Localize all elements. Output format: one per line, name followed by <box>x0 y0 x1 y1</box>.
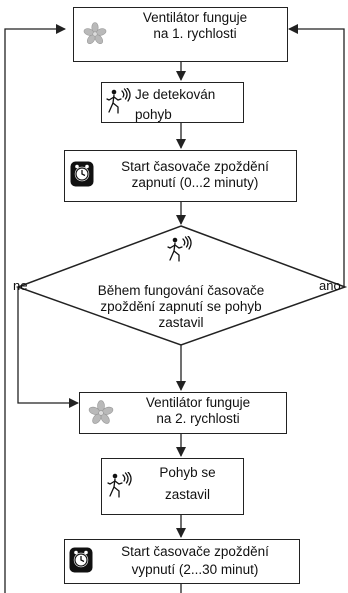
timer-off-start-line2: vypnutí (2...30 minut) <box>131 562 259 577</box>
decision-line1: Během fungování časovače <box>97 283 265 298</box>
branch-yes-label: ano <box>319 278 341 293</box>
decision-text: Během fungování časovače zpoždění zapnut… <box>81 283 281 331</box>
loop-back-line <box>4 24 66 593</box>
node-fan-speed-1 <box>73 7 288 62</box>
motion-stopped-text: Pohyb se zastavil <box>140 465 235 503</box>
motion-detected-text: Je detekován pohyb <box>135 87 240 123</box>
motion-detected-line2: pohyb <box>135 107 172 122</box>
timer-clock-icon <box>70 161 94 187</box>
fan-icon <box>83 22 107 45</box>
branch-no-line <box>17 287 79 408</box>
fan-speed-2-line1: Ventilátor funguje <box>145 395 251 410</box>
timer-on-start-line2: zapnutí (0...2 minuty) <box>131 175 259 190</box>
motion-detected-line1: Je detekován <box>135 87 216 102</box>
node-motion-stopped <box>101 458 244 515</box>
decision-line2: zpoždění zapnutí se pohyb <box>100 299 262 314</box>
fan-speed-1-line2: na 1. rychlosti <box>153 26 237 41</box>
motion-stopped-line2: zastavil <box>164 487 210 502</box>
fan-speed-2-line2: na 2. rychlosti <box>156 411 240 426</box>
timer-clock-icon <box>69 547 93 573</box>
node-timer-on-start <box>64 150 297 202</box>
timer-off-start-line1: Start časovače zpoždění <box>121 544 269 559</box>
decision-line3: zastavil <box>158 315 204 330</box>
fan-speed-1-text: Ventilátor funguje na 1. rychlosti <box>110 10 280 42</box>
timer-on-start-line1: Start časovače zpoždění <box>121 159 269 174</box>
timer-off-start-text: Start časovače zpoždění vypnutí (2...30 … <box>100 544 290 578</box>
decision-diamond <box>15 225 348 346</box>
node-timer-off-start <box>64 539 300 584</box>
motion-stopped-line1: Pohyb se <box>159 465 216 480</box>
fan-speed-2-text: Ventilátor funguje na 2. rychlosti <box>118 395 278 427</box>
fan-speed-1-line1: Ventilátor funguje <box>142 10 248 25</box>
node-fan-speed-2 <box>79 392 287 434</box>
motion-sensor-icon <box>167 236 192 262</box>
motion-sensor-icon <box>107 472 132 498</box>
branch-no-label: ne <box>13 278 28 293</box>
branch-yes-line <box>288 24 345 287</box>
timer-on-start-text: Start časovače zpoždění zapnutí (0...2 m… <box>100 159 290 191</box>
motion-sensor-icon <box>106 88 131 114</box>
fan-icon <box>88 400 114 424</box>
connector-lines <box>4 24 345 593</box>
